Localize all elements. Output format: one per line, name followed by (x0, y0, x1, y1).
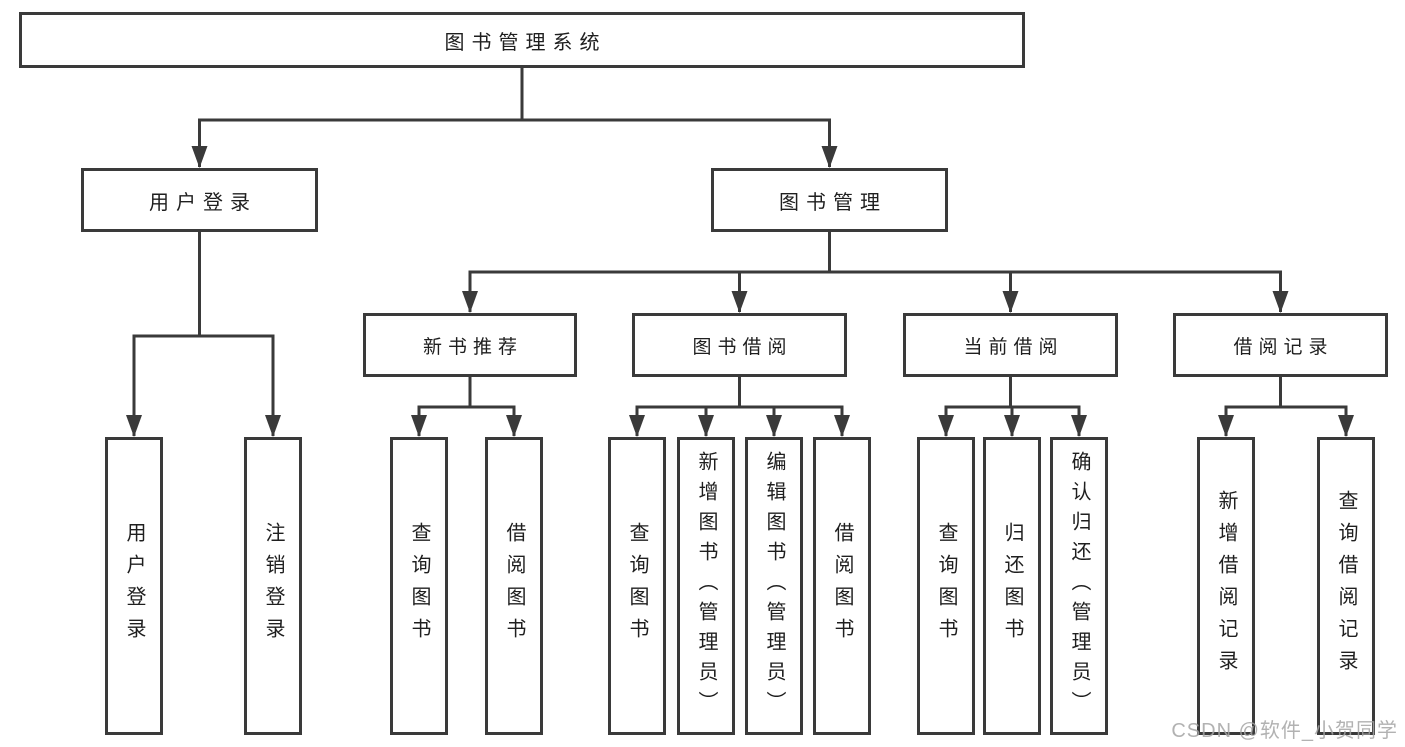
node-bb-borrow-books: 借阅图书 (813, 437, 871, 735)
node-bb-add-books-admin: 新增图书（管理员） (677, 437, 735, 735)
node-label: 借阅图书 (503, 522, 525, 650)
node-label: 图书管理系统 (444, 31, 607, 54)
node-label: 查询图书 (408, 522, 430, 650)
node-label: 新增借阅记录 (1215, 490, 1237, 682)
node-label: 查询图书 (626, 522, 648, 650)
node-user-login-action: 用户登录 (105, 437, 163, 735)
node-logout-action: 注销登录 (244, 437, 302, 735)
node-label: 当前借阅 (963, 336, 1064, 358)
node-book-borrowing: 图书借阅 (632, 313, 847, 377)
node-book-management: 图书管理 (711, 168, 948, 232)
node-cb-return-books: 归还图书 (983, 437, 1041, 735)
node-label: 图书借阅 (692, 336, 793, 358)
node-borrowing-records: 借阅记录 (1173, 313, 1388, 377)
node-nbr-borrow-books: 借阅图书 (485, 437, 543, 735)
node-user-login: 用户登录 (81, 168, 318, 232)
node-bb-query-books: 查询图书 (608, 437, 666, 735)
node-cb-confirm-return-admin: 确认归还（管理员） (1050, 437, 1108, 735)
node-new-book-recommendation: 新书推荐 (363, 313, 577, 377)
node-label: 用户登录 (123, 522, 145, 650)
node-label: 新增图书（管理员） (695, 451, 717, 721)
node-label: 借阅记录 (1233, 336, 1334, 358)
node-label: 查询图书 (935, 522, 957, 650)
node-label: 用户登录 (149, 191, 257, 214)
node-library-management-system: 图书管理系统 (19, 12, 1025, 68)
node-label: 图书管理 (779, 191, 887, 214)
node-label: 新书推荐 (422, 336, 523, 358)
node-current-borrowing: 当前借阅 (903, 313, 1118, 377)
node-cb-query-books: 查询图书 (917, 437, 975, 735)
node-nbr-query-books: 查询图书 (390, 437, 448, 735)
node-bb-edit-books-admin: 编辑图书（管理员） (745, 437, 803, 735)
node-br-query-borrow-record: 查询借阅记录 (1317, 437, 1375, 735)
watermark: CSDN @软件_小贺同学 (1171, 720, 1398, 742)
node-label: 注销登录 (262, 522, 284, 650)
node-label: 借阅图书 (831, 522, 853, 650)
node-label: 查询借阅记录 (1335, 490, 1357, 682)
node-label: 归还图书 (1001, 522, 1023, 650)
node-br-add-borrow-record: 新增借阅记录 (1197, 437, 1255, 735)
node-label: 确认归还（管理员） (1068, 451, 1090, 721)
node-label: 编辑图书（管理员） (763, 451, 785, 721)
